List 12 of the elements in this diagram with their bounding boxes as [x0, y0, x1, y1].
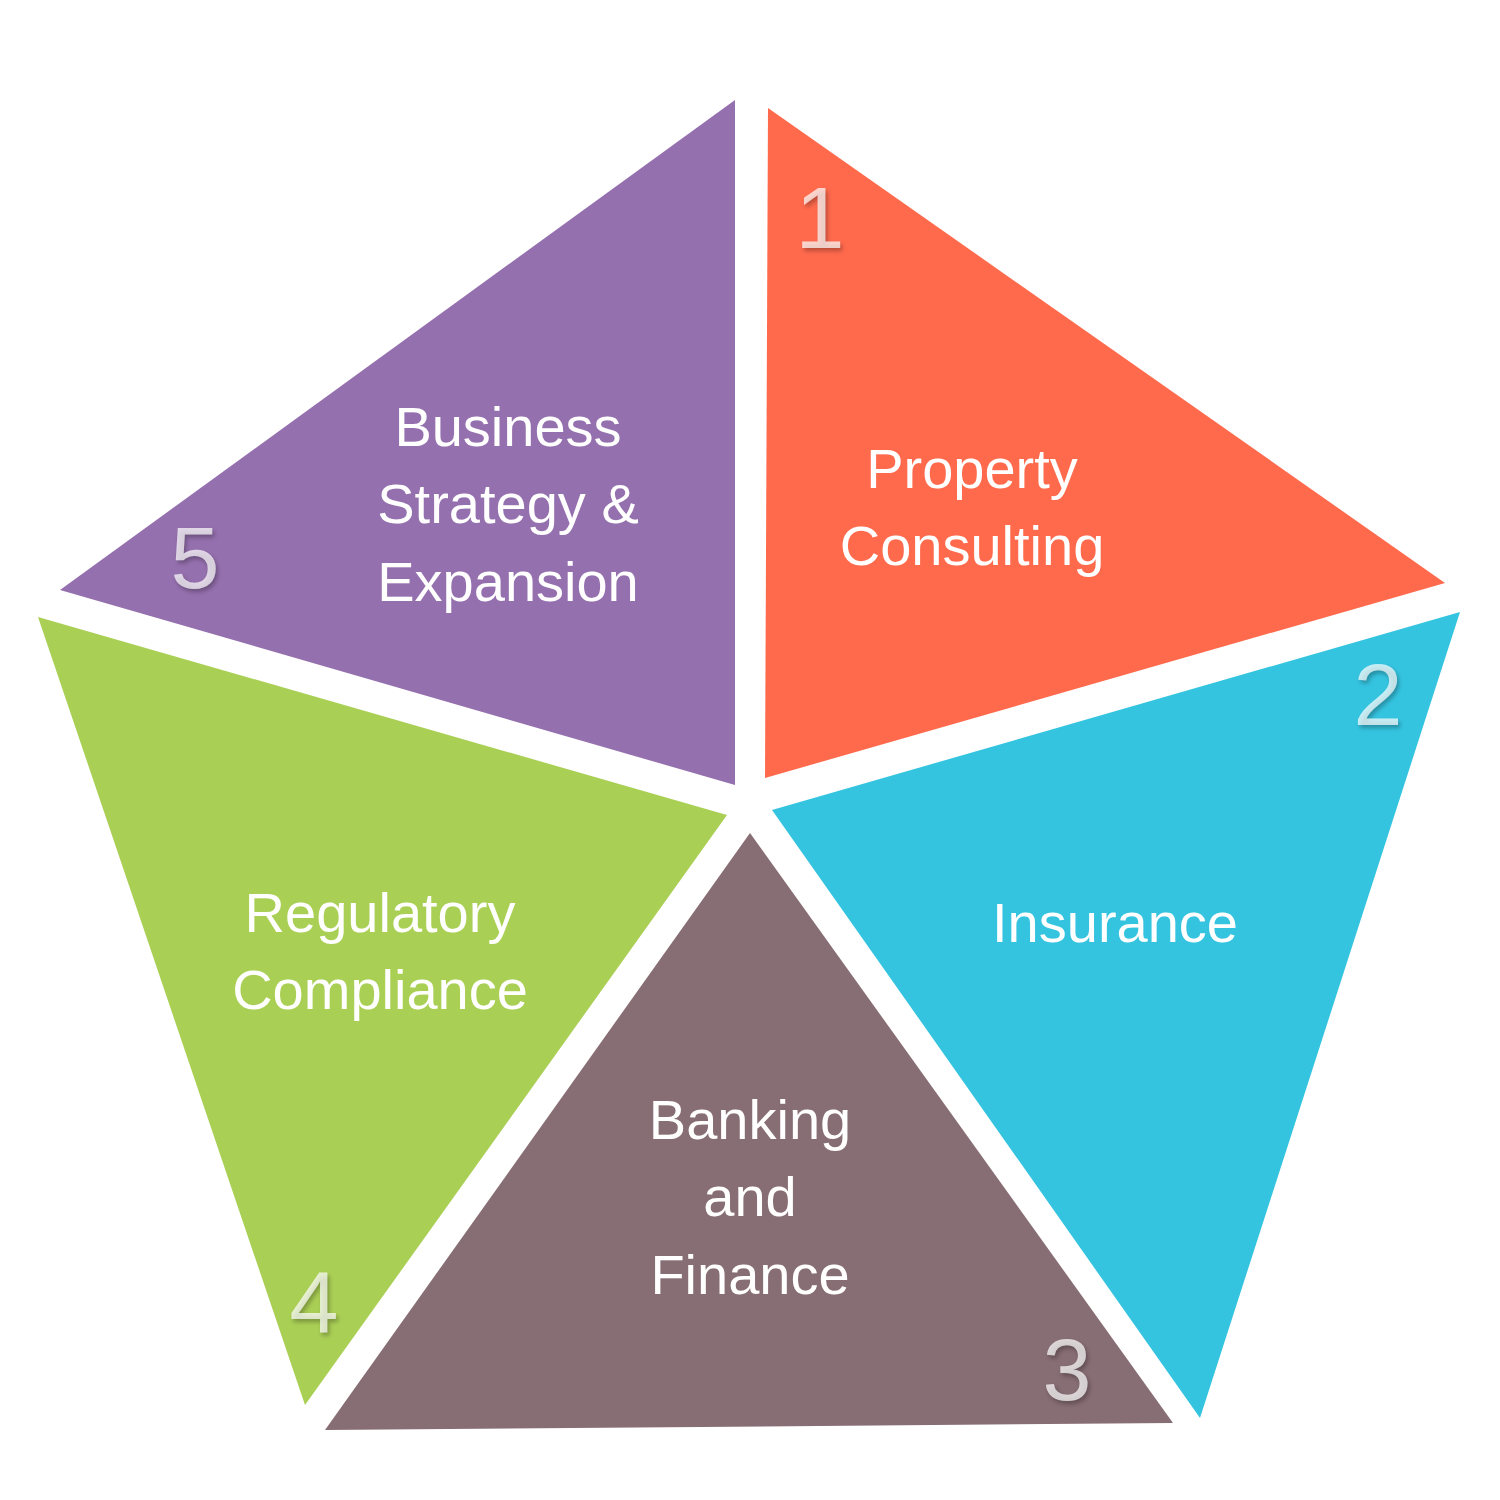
- segment-label: Banking and Finance: [647, 1087, 853, 1308]
- segment-number: 4: [289, 1259, 339, 1347]
- segment-label: Property Consulting: [838, 435, 1106, 579]
- segment-label: Business Strategy & Expansion: [376, 394, 640, 615]
- triangle-segment: [765, 108, 1445, 778]
- segment-number: 3: [1042, 1326, 1092, 1414]
- segment-number: 2: [1353, 651, 1403, 739]
- segment-label: Regulatory Compliance: [231, 879, 529, 1023]
- segment-number: 1: [795, 174, 845, 262]
- segment-number: 5: [170, 514, 220, 602]
- segment-label: Insurance: [991, 889, 1239, 956]
- triangle-segment: [60, 100, 735, 785]
